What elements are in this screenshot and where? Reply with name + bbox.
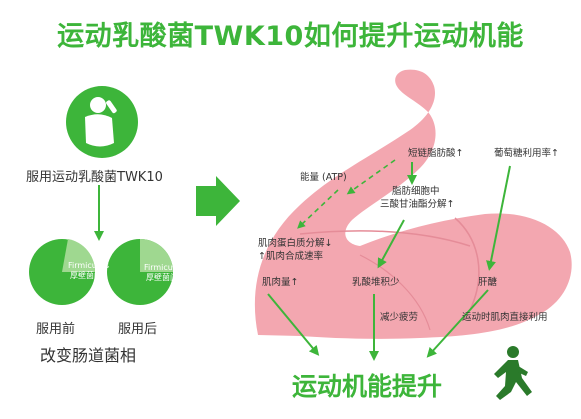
atp-dashed-arrow — [346, 159, 396, 195]
direct-use-label: 运动时肌肉直接利用 — [462, 312, 548, 323]
pie-after-firmicutes-label: Firmicutes — [144, 263, 186, 272]
protein-breakdown-label: 肌肉蛋白质分解↓ — [258, 238, 333, 249]
before-label: 服用前 — [36, 322, 76, 337]
muscle-to-result-arrow — [267, 293, 320, 356]
page-title: 运动乳酸菌TWK10如何提升运动机能 — [57, 21, 524, 52]
fat-cell-line1: 脂肪细胞中 — [392, 186, 440, 197]
muscle-synthesis-label: ↑肌肉合成速率 — [258, 251, 323, 262]
muscle-mass-label: 肌肉量↑ — [262, 277, 299, 288]
reduce-fatigue-label: 减少疲劳 — [380, 312, 419, 323]
fat-cell-line2: 三酸甘油酯分解↑ — [380, 199, 455, 210]
muscle-arm-graphic — [254, 69, 572, 339]
right-arrow-icon — [196, 176, 240, 226]
energy-label: 能量 (ATP) — [300, 172, 347, 183]
short-chain-fatty-acid-label: 短链脂肪酸↑ — [408, 148, 464, 159]
fat-to-lactate-arrow — [377, 219, 405, 269]
runner-icon — [494, 346, 532, 400]
pie-chart-before — [29, 239, 96, 305]
pie-after-firmicutes-cn-label: 厚壁菌门 — [146, 273, 178, 282]
person-drinking-icon — [66, 86, 138, 158]
pie-before-firmicutes-cn-label: 厚壁菌门 — [70, 271, 102, 280]
pie-chart-after — [107, 239, 173, 305]
intake-label: 服用运动乳酸菌TWK10 — [26, 170, 163, 185]
result-title: 运动机能提升 — [292, 372, 443, 401]
lactate-label: 乳酸堆积少 — [352, 277, 400, 288]
glycogen-to-result-arrow — [426, 289, 489, 358]
glucose-to-glycogen-arrow — [486, 165, 511, 271]
glycogen-label: 肝醣 — [478, 277, 498, 288]
after-label: 服用后 — [118, 322, 158, 337]
pie-before-firmicutes-label: Firmicutes — [68, 261, 110, 270]
glucose-utilization-label: 葡萄糖利用率↑ — [494, 148, 559, 159]
change-flora-label: 改变肠道菌相 — [40, 346, 137, 365]
